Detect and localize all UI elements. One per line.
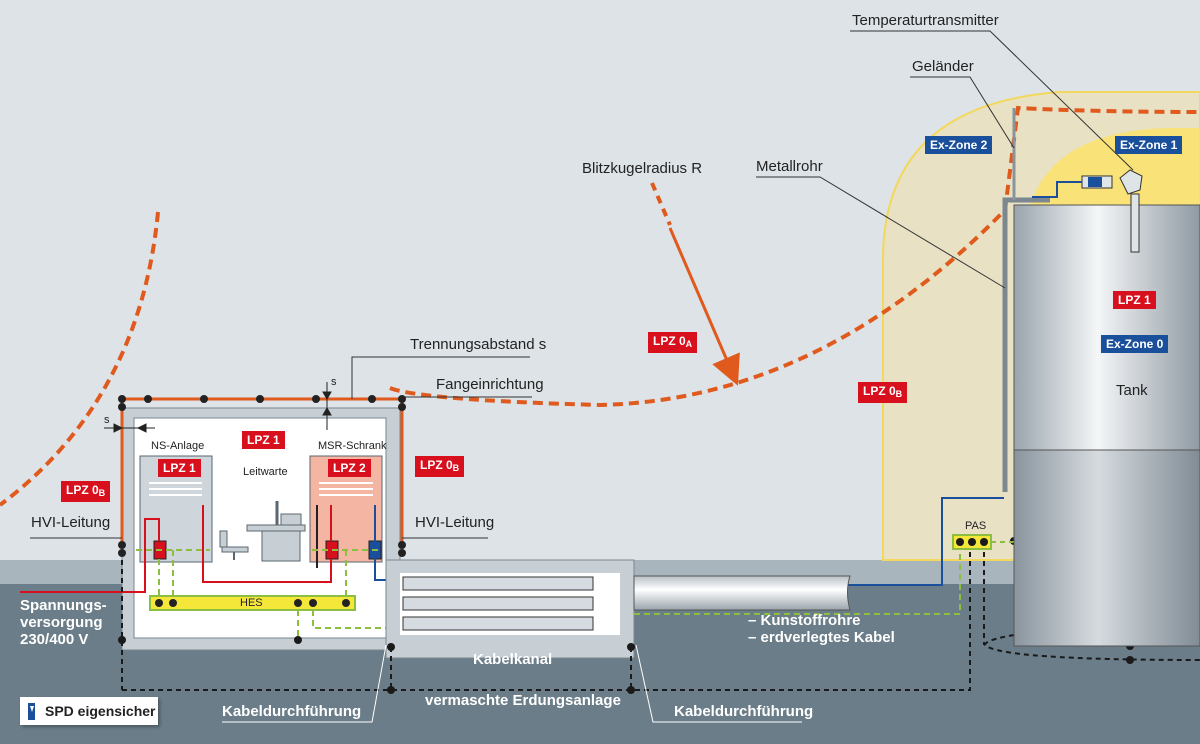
label-spannung-line1: Spannungs- xyxy=(20,597,107,614)
label-spannung-line2: versorgung xyxy=(20,614,103,631)
ns-vent-lines xyxy=(149,482,202,496)
earthing-nodes xyxy=(118,537,1134,694)
label-leitwarte: Leitwarte xyxy=(243,466,288,478)
label-trennungsabstand: Trennungsabstand s xyxy=(410,336,547,353)
label-blitzkugelradius: Blitzkugelradius R xyxy=(582,160,703,177)
badge-lpz-0b-left: LPZ 0B xyxy=(61,481,111,502)
tank-earthing-ring xyxy=(983,634,1200,661)
earthing-grid xyxy=(122,543,971,691)
tank-lower xyxy=(1013,449,1200,647)
buried-cable-ep xyxy=(634,543,961,615)
badge-ex-zone-0: Ex-Zone 0 xyxy=(1101,335,1169,353)
label-s-left: s xyxy=(104,414,110,426)
badge-ex-zone-2: Ex-Zone 2 xyxy=(925,136,993,154)
msr-vent-lines xyxy=(319,482,373,496)
badge-ex-zone-1: Ex-Zone 1 xyxy=(1115,136,1183,154)
badge-lpz-1-ns: LPZ 1 xyxy=(158,459,201,477)
label-fangeinrichtung: Fangeinrichtung xyxy=(436,376,544,393)
badge-lpz-0a: LPZ 0A xyxy=(648,332,698,353)
label-ns-anlage: NS-Anlage xyxy=(151,440,205,452)
rolling-sphere-curve-left xyxy=(0,211,160,507)
leader-lines xyxy=(30,30,1134,539)
equipotential-lines xyxy=(136,549,386,640)
label-temperaturtransmitter: Temperaturtransmitter xyxy=(852,12,999,29)
transmitter-cable xyxy=(1032,181,1082,198)
tank-upper xyxy=(1013,204,1200,451)
label-hvi-right: HVI-Leitung xyxy=(415,514,495,531)
spd-intrinsically-safe-icon xyxy=(28,702,35,720)
transmitter-spd xyxy=(1088,177,1102,187)
label-msr-schrank: MSR-Schrank xyxy=(318,440,387,452)
radius-line xyxy=(650,182,672,226)
roof-supports xyxy=(118,395,406,557)
transmitter-probe xyxy=(1130,193,1140,253)
leader-lines-white xyxy=(222,644,802,723)
label-s-top: s xyxy=(331,376,337,388)
label-tank: Tank xyxy=(1116,382,1148,399)
badge-lpz-0b-mid: LPZ 0B xyxy=(415,456,465,477)
metal-pipe xyxy=(1002,197,1050,492)
label-spannung-line3: 230/400 V xyxy=(20,631,89,648)
label-erdung: vermaschte Erdungsanlage xyxy=(425,692,621,709)
rolling-sphere-curve-main xyxy=(389,105,1200,408)
badge-lpz-1-building: LPZ 1 xyxy=(242,431,285,449)
chair-icon xyxy=(219,530,249,560)
label-kabelkanal: Kabelkanal xyxy=(473,651,553,668)
power-supply-line xyxy=(20,518,160,593)
control-desk-icon xyxy=(246,501,306,562)
hes-terminals xyxy=(155,599,350,607)
separation-distance-markers xyxy=(104,382,332,433)
label-gelaender: Geländer xyxy=(912,58,974,75)
label-hes: HES xyxy=(240,597,263,609)
legend-spd: SPD eigensicher xyxy=(20,697,158,725)
label-pas: PAS xyxy=(965,520,987,532)
radius-arrow xyxy=(668,227,740,386)
label-kunststoffrohre: – Kunstoffrohre xyxy=(748,612,861,629)
cable-trays xyxy=(402,576,594,631)
badge-lpz-2-msr: LPZ 2 xyxy=(328,459,371,477)
legend-spd-label: SPD eigensicher xyxy=(45,703,156,719)
label-metallrohr: Metallrohr xyxy=(756,158,823,175)
hes-busbar xyxy=(149,595,356,611)
transmitter-head xyxy=(1119,169,1143,195)
badge-lpz-0b-right: LPZ 0B xyxy=(858,382,908,403)
label-kabeldurchfuehrung-left: Kabeldurchführung xyxy=(222,703,362,720)
badge-lpz-1-tank: LPZ 1 xyxy=(1113,291,1156,309)
label-kabeldurchfuehrung-right: Kabeldurchführung xyxy=(674,703,814,720)
power-line-internal xyxy=(202,505,332,583)
label-erdverlegtes-kabel: – erdverlegtes Kabel xyxy=(748,629,895,646)
pas-terminals xyxy=(956,538,988,546)
plastic-pipe xyxy=(633,575,851,611)
label-hvi-left: HVI-Leitung xyxy=(31,514,111,531)
